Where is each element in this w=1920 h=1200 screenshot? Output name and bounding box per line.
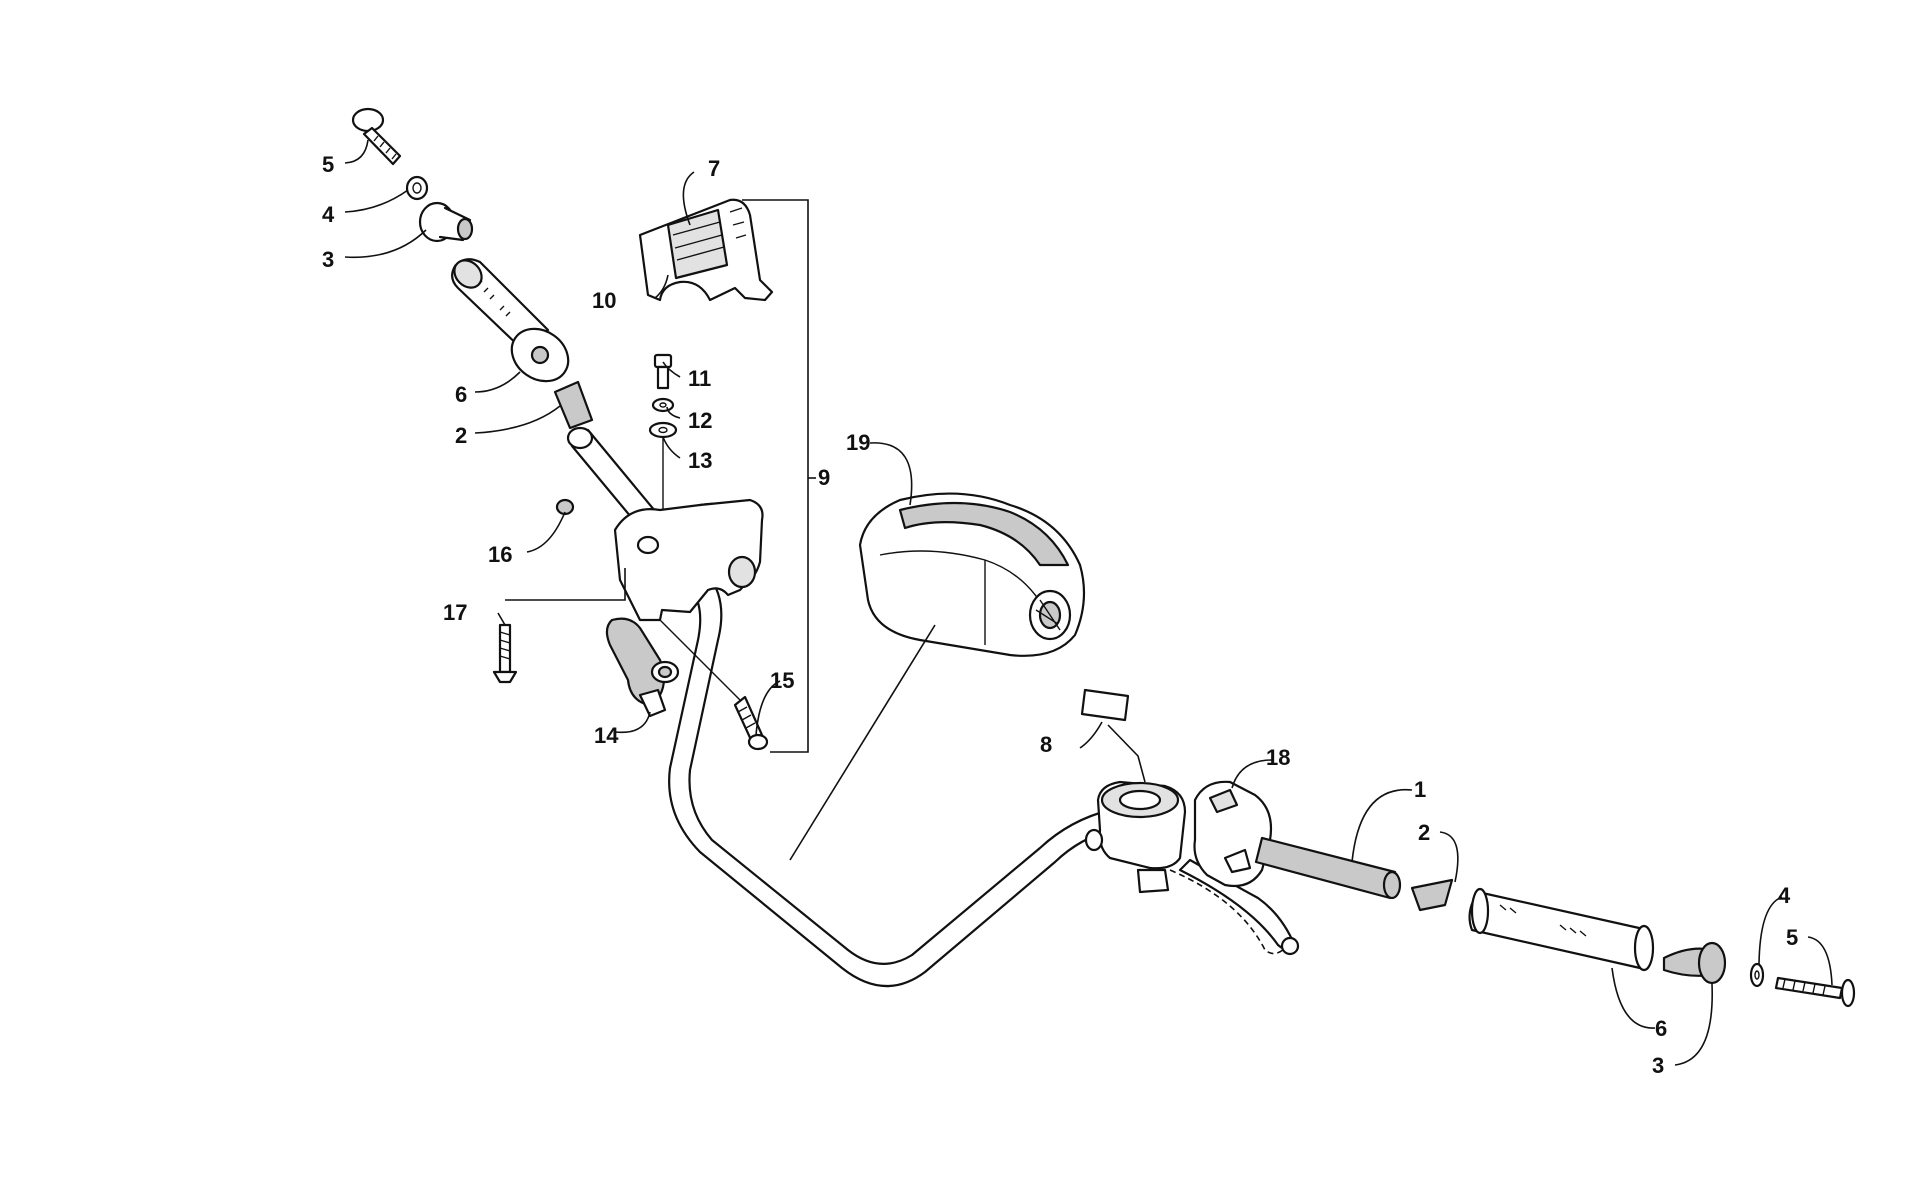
washer-left (405, 175, 429, 201)
grip-right (1468, 887, 1655, 972)
flat-washer (648, 421, 678, 439)
leader-lines (344, 139, 1833, 1066)
end-cap-right (1662, 941, 1727, 985)
callout-5: 5 (322, 152, 334, 177)
callout-2: 2 (455, 423, 467, 448)
throttle-cover (638, 198, 774, 302)
end-bolt-left (351, 107, 402, 166)
throttle-tube-right (1254, 836, 1402, 900)
callout-3b: 3 (1652, 1053, 1664, 1078)
throttle-housing (613, 498, 764, 622)
grip-left (451, 258, 570, 383)
throttle-lever (605, 617, 680, 718)
switch-housing (1193, 780, 1273, 888)
callout-4: 4 (322, 202, 335, 227)
decal (1080, 688, 1130, 722)
housing-nut (555, 498, 575, 516)
callout-8: 8 (1040, 732, 1052, 757)
callout-18: 18 (1266, 745, 1290, 770)
callout-4b: 4 (1778, 883, 1791, 908)
callout-15: 15 (770, 668, 794, 693)
callout-9: 9 (818, 465, 830, 490)
callout-2b: 2 (1418, 820, 1430, 845)
callout-17: 17 (443, 600, 467, 625)
end-bolt-right (1774, 976, 1856, 1008)
callout-12: 12 (688, 408, 712, 433)
housing-screw (492, 623, 518, 684)
callout-7: 7 (708, 156, 720, 181)
brake-master-cylinder (1084, 780, 1300, 956)
handlebar-pad (858, 492, 1086, 657)
grip-adhesive-right (1410, 878, 1454, 912)
callout-10: 10 (592, 288, 616, 313)
callout-6b: 6 (1655, 1016, 1667, 1041)
end-cap-left (418, 201, 474, 243)
cover-screw (653, 353, 673, 390)
lock-washer (651, 397, 675, 413)
washer-right (1749, 962, 1765, 988)
lever-axis-line (659, 619, 741, 701)
lever-screw (733, 695, 769, 751)
callout-labels: 5 4 3 6 2 7 10 11 12 13 9 16 17 14 15 19… (322, 152, 1798, 1078)
callout-14: 14 (594, 723, 619, 748)
callout-5b: 5 (1786, 925, 1798, 950)
callout-16: 16 (488, 542, 512, 567)
callout-19: 19 (846, 430, 870, 455)
callout-3: 3 (322, 247, 334, 272)
callout-13: 13 (688, 448, 712, 473)
callout-11: 11 (688, 366, 711, 391)
grip-adhesive-left (553, 380, 594, 430)
callout-6: 6 (455, 382, 467, 407)
callout-1: 1 (1414, 777, 1426, 802)
